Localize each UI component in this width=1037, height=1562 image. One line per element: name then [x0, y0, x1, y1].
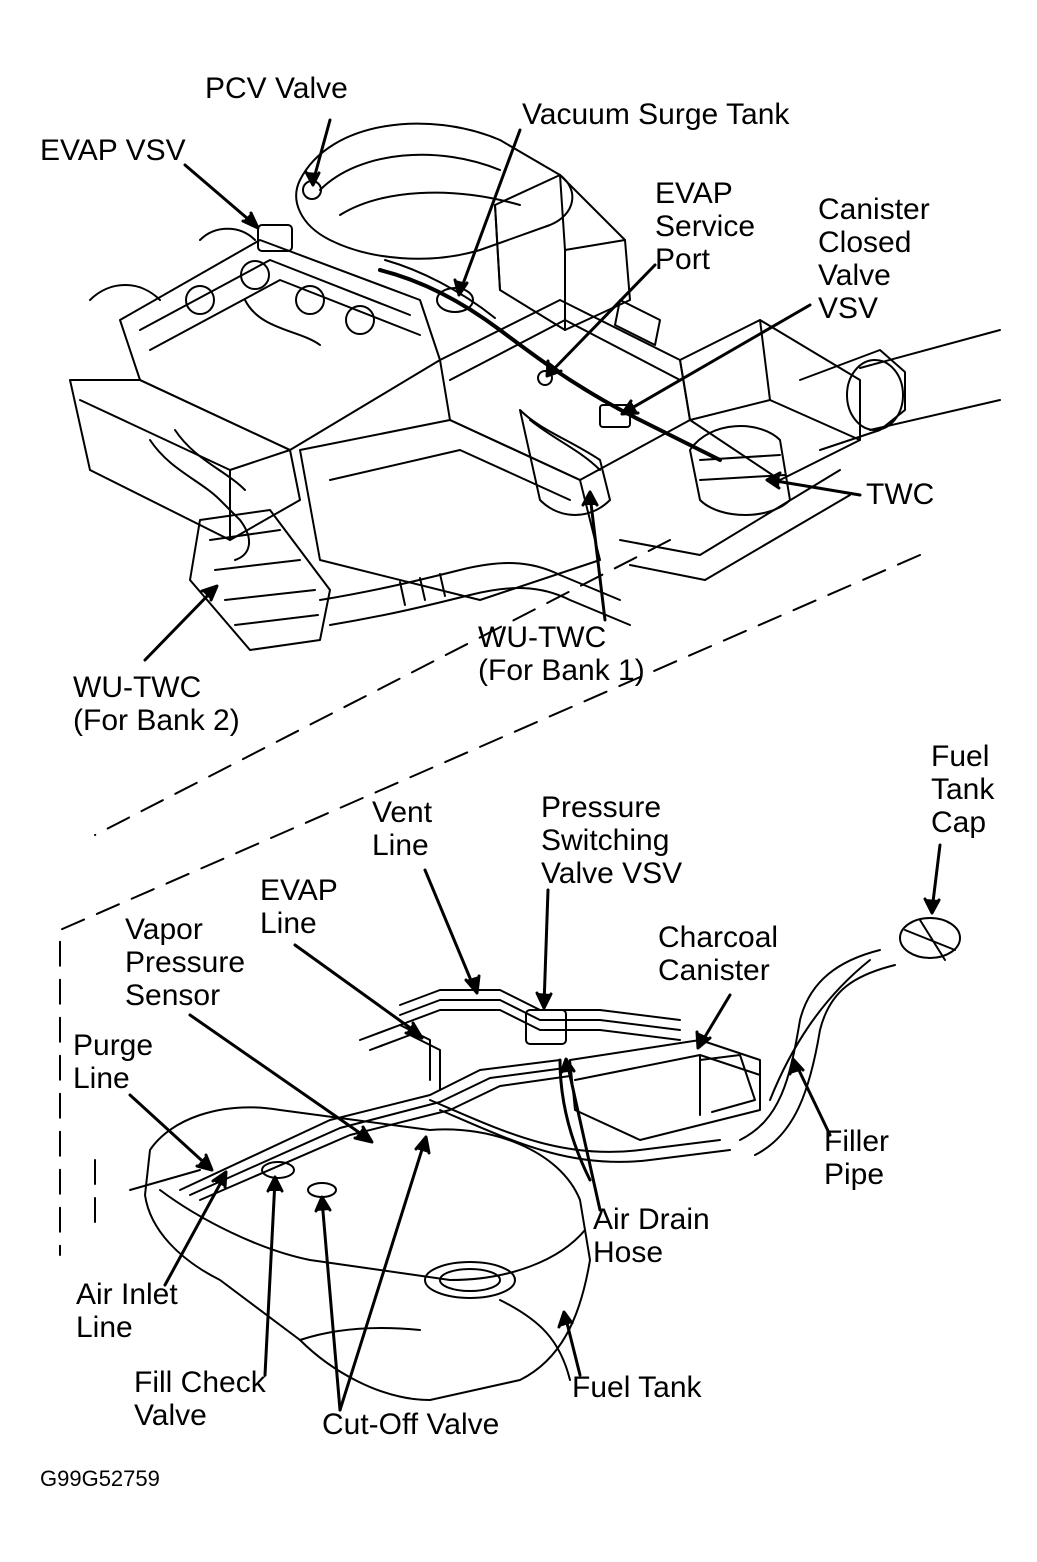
label-evap-vsv: EVAP VSV	[40, 134, 186, 167]
label-fuel-tank-cap: Fuel Tank Cap	[931, 740, 995, 839]
label-filler-pipe: Filler Pipe	[824, 1125, 889, 1191]
label-pcv-valve: PCV Valve	[205, 72, 348, 105]
dashed-outline	[59, 539, 921, 1256]
leader-lines	[128, 118, 942, 1412]
label-wu-twc-bank2: WU-TWC (For Bank 2)	[73, 671, 240, 737]
label-air-inlet-line: Air Inlet Line	[76, 1278, 178, 1344]
label-evap-line: EVAP Line	[260, 874, 338, 940]
figure-code: G99G52759	[40, 1466, 160, 1491]
label-fill-check-valve: Fill Check Valve	[134, 1366, 266, 1432]
label-charcoal-canister: Charcoal Canister	[658, 921, 779, 987]
label-twc: TWC	[866, 478, 935, 511]
label-fuel-tank: Fuel Tank	[572, 1371, 702, 1404]
label-pressure-switching-valve-vsv: Pressure Switching Valve VSV	[541, 791, 683, 890]
label-canister-closed-valve-vsv: Canister Closed Valve VSV	[818, 193, 930, 325]
engine-assembly	[69, 122, 1001, 651]
label-evap-service-port: EVAP Service Port	[655, 177, 756, 276]
label-purge-line: Purge Line	[73, 1029, 154, 1095]
label-vacuum-surge-tank: Vacuum Surge Tank	[522, 98, 790, 131]
label-vapor-pressure-sensor: Vapor Pressure Sensor	[125, 913, 246, 1012]
label-vent-line: Vent Line	[372, 796, 433, 862]
fuel-tank-assembly	[129, 917, 961, 1401]
label-cut-off-valve: Cut-Off Valve	[322, 1408, 500, 1441]
label-wu-twc-bank1: WU-TWC (For Bank 1)	[478, 621, 645, 687]
label-air-drain-hose: Air Drain Hose	[593, 1203, 710, 1269]
